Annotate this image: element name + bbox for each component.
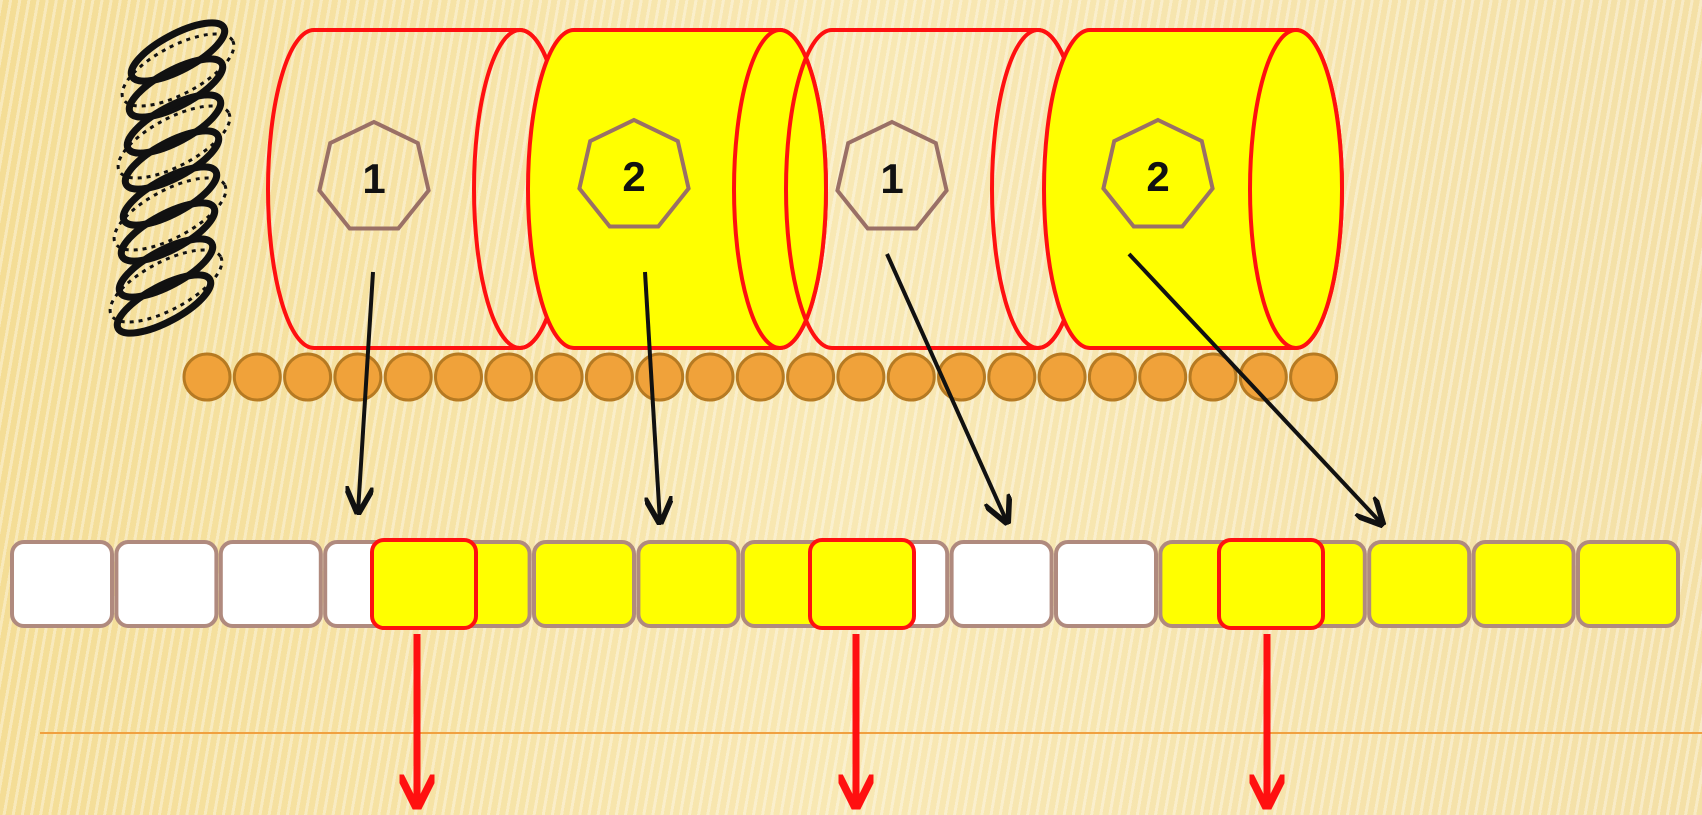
bead [635, 352, 685, 402]
highlight-box-1 [370, 538, 478, 630]
cylinder-label: 1 [880, 155, 903, 202]
bead [786, 352, 836, 402]
bead [534, 352, 584, 402]
bead [1087, 352, 1137, 402]
strip-cell [1054, 540, 1158, 628]
strip-cell [636, 540, 741, 628]
strip-cell [1367, 540, 1472, 628]
strip-cell [218, 540, 323, 628]
bead [987, 352, 1037, 402]
arrow-cylinder-3 [885, 253, 1007, 522]
mapping-arrows [358, 252, 1382, 524]
bead [886, 352, 936, 402]
arrow-cylinder-1 [358, 271, 375, 512]
cylinder-label: 2 [622, 153, 645, 200]
bead [1238, 352, 1288, 402]
cylinder-label: 2 [1146, 153, 1169, 200]
bead [584, 352, 634, 402]
output-arrows [417, 634, 1267, 806]
coiled-strand-icon [113, 19, 229, 337]
strip-cell [10, 540, 114, 628]
heptagon-icon [835, 119, 949, 231]
heptagon-icon [317, 119, 431, 231]
strip-cell [532, 540, 636, 628]
bead [685, 352, 735, 402]
strip-cell [1576, 540, 1680, 628]
highlight-box-3 [1217, 538, 1325, 630]
bead [232, 352, 282, 402]
cylinder-label: 1 [362, 155, 385, 202]
heptagon-icon [1101, 117, 1215, 229]
cylinder-end [732, 28, 828, 350]
bead [182, 352, 232, 402]
cylinder-end [1248, 28, 1344, 350]
arrow-cylinder-4 [1127, 252, 1382, 524]
cylinder-1: 1 [266, 28, 568, 350]
coiled-strand-spikes [108, 32, 236, 324]
bead [1289, 352, 1339, 402]
bead [484, 352, 534, 402]
bead [937, 352, 986, 402]
bead [434, 352, 483, 402]
bead-string [182, 352, 1339, 402]
strip-cell [1471, 540, 1576, 628]
bead [383, 352, 433, 402]
bead [283, 352, 333, 402]
bead [333, 352, 383, 402]
bead [1138, 352, 1188, 402]
bead [1037, 352, 1087, 402]
cylinder-body [784, 28, 1086, 350]
bead [735, 352, 785, 402]
bead [836, 352, 886, 402]
strip-cell [114, 540, 219, 628]
highlight-boxes [370, 538, 1325, 630]
cylinder-4: 2 [1042, 28, 1344, 350]
heptagon-icon [577, 117, 691, 229]
arrow-cylinder-2 [643, 271, 660, 522]
cylinder-body [266, 28, 568, 350]
cylinder-2: 2 [526, 28, 828, 350]
cylinder-row: 1 2 1 2 [266, 28, 1344, 350]
strip-cell [949, 540, 1054, 628]
bead [1188, 352, 1238, 402]
cylinder-3: 1 [784, 28, 1086, 350]
highlight-box-2 [808, 538, 916, 630]
